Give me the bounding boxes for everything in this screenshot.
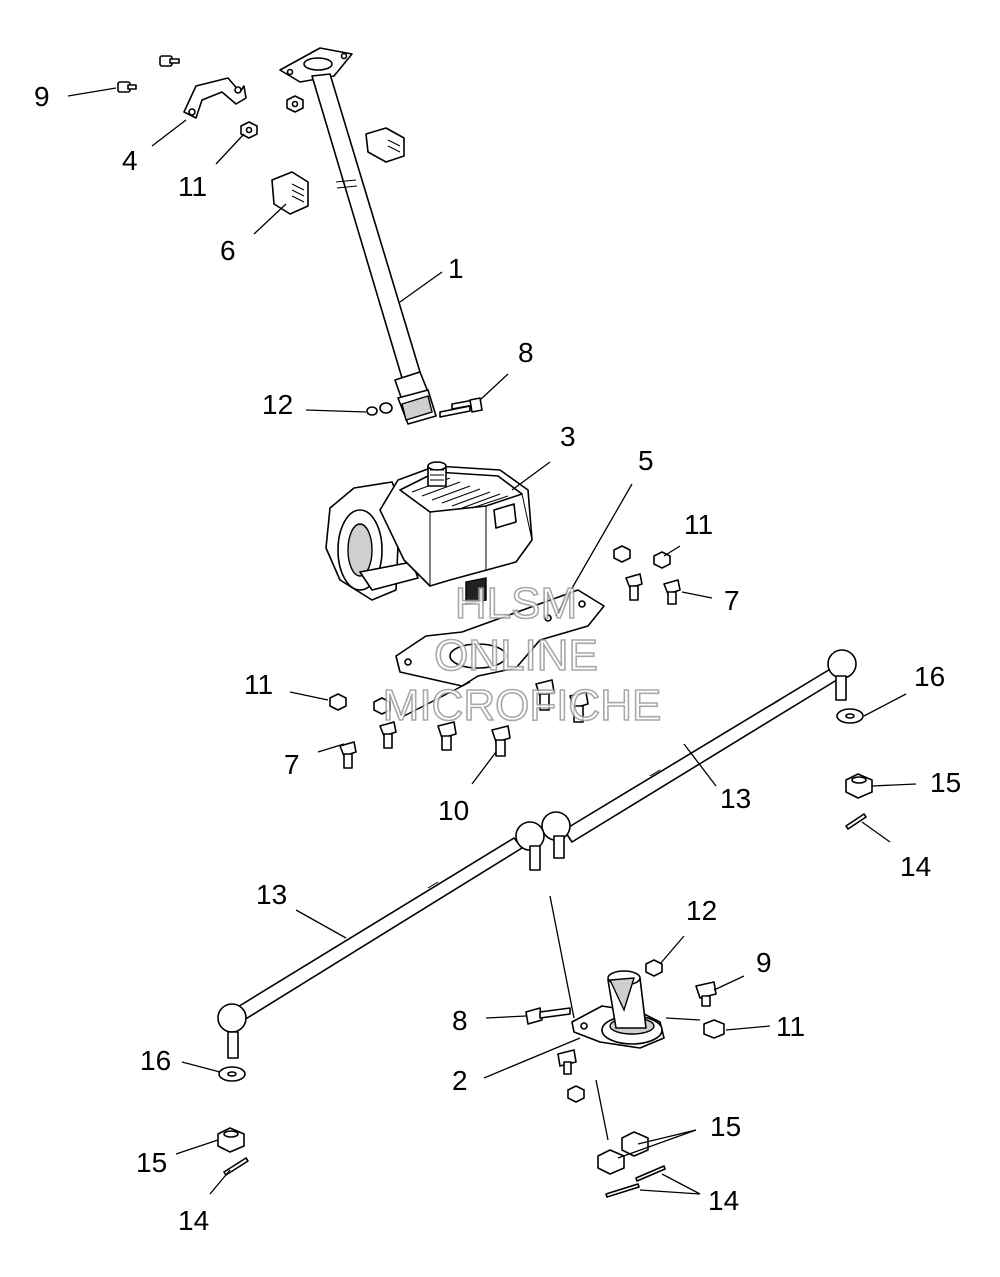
watermark-line-1: HLSM [455, 579, 577, 628]
power-steering-unit [325, 461, 533, 605]
callout-15-lower: 15 [710, 1111, 741, 1142]
bolt-9-lower [695, 981, 717, 1007]
mounting-plate [395, 589, 605, 687]
callout-14-right: 14 [900, 851, 931, 882]
castle-nut-right [845, 773, 873, 799]
washers-12 [366, 402, 393, 416]
bushing-right [365, 127, 405, 163]
watermark: HLSM ONLINE MICROFICHE [382, 578, 662, 731]
callout-7-right: 7 [724, 585, 740, 616]
callout-labels: 9 4 11 6 1 8 12 3 5 11 7 11 7 10 16 15 1… [34, 81, 961, 1236]
nuts-11-left [329, 693, 391, 715]
callout-5: 5 [638, 445, 654, 476]
callout-11-lower: 11 [776, 1011, 805, 1042]
callout-1: 1 [448, 253, 464, 284]
washer-16-right [836, 708, 864, 724]
callout-3: 3 [560, 421, 576, 452]
callout-13-left: 13 [256, 879, 287, 910]
leader-lines [67, 87, 917, 1195]
nut-11-lower [703, 1019, 725, 1039]
callout-16-left: 16 [140, 1045, 171, 1076]
callout-4: 4 [122, 145, 138, 176]
callout-11-top: 11 [178, 171, 207, 202]
nut-top-right [286, 95, 304, 113]
callout-12-top: 12 [262, 389, 293, 420]
bolts-8 [439, 397, 483, 418]
callout-15-right: 15 [930, 767, 961, 798]
callout-14-left: 14 [178, 1205, 209, 1236]
clamp-bracket [183, 77, 247, 119]
callout-2: 2 [452, 1065, 468, 1096]
callout-8-top: 8 [518, 337, 534, 368]
bolt-8-lower [525, 1007, 571, 1025]
callout-11-left: 11 [244, 669, 273, 700]
lower-small-parts [557, 1049, 585, 1103]
tie-rod-right [541, 649, 857, 859]
castle-nuts-lower [597, 1131, 649, 1175]
screw-top [159, 55, 180, 67]
callout-9-top: 9 [34, 81, 50, 112]
cotter-pins [223, 813, 867, 1198]
nut-11-top [240, 121, 258, 139]
callout-16-right: 16 [914, 661, 945, 692]
nut-12-lower [645, 959, 663, 977]
callout-6: 6 [220, 235, 236, 266]
watermark-line-2: ONLINE [434, 631, 598, 680]
nuts-11-right [613, 545, 671, 569]
callout-9-lower: 9 [756, 947, 772, 978]
callout-13-right: 13 [720, 783, 751, 814]
bolts-7-right [625, 573, 681, 605]
tie-rod-left [217, 821, 545, 1059]
washer-16-left [218, 1066, 246, 1082]
callout-15-left: 15 [136, 1147, 167, 1178]
callout-7-left: 7 [284, 749, 300, 780]
castle-nut-left [217, 1127, 245, 1153]
pitman-arm [571, 970, 665, 1049]
bolts-lower-group [339, 679, 589, 769]
bolt-9-top [117, 81, 137, 93]
steering-column [279, 47, 437, 425]
watermark-line-3: MICROFICHE [383, 681, 662, 730]
callout-11-right: 11 [684, 509, 713, 540]
bushing-left [271, 171, 309, 215]
callout-14-lower: 14 [708, 1185, 739, 1216]
callout-8-lower: 8 [452, 1005, 468, 1036]
callout-10: 10 [438, 795, 469, 826]
callout-12-lower: 12 [686, 895, 717, 926]
